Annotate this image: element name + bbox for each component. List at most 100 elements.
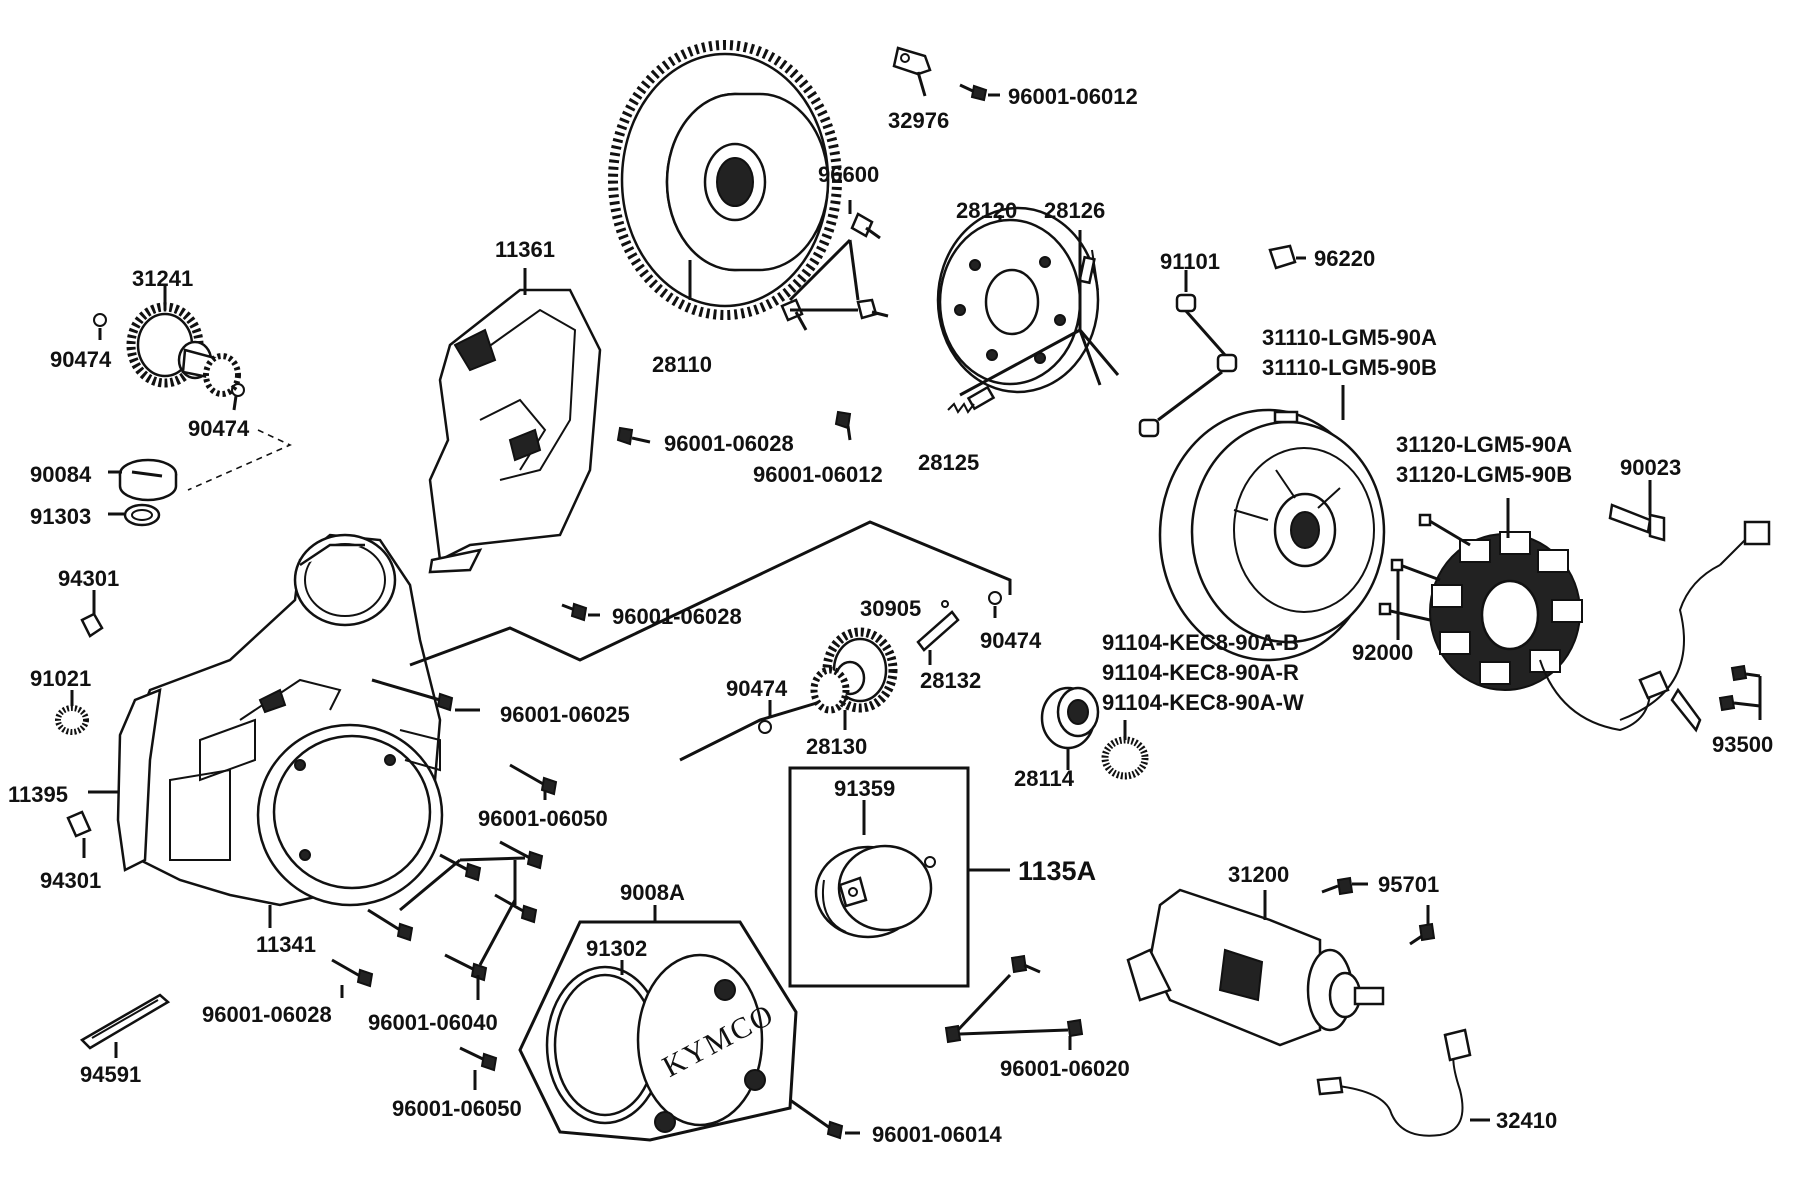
label-91359: 91359 — [834, 776, 895, 801]
part-90474-clip-a — [93, 313, 107, 340]
part-90474-clip-c — [988, 591, 1002, 618]
label-94301-b: 94301 — [40, 868, 101, 893]
assembly-leader-line-a — [409, 520, 1012, 667]
part-31110-flywheel — [1158, 385, 1386, 662]
label-96001-06050-a: 96001-06050 — [478, 806, 608, 831]
part-28132-shaft — [916, 610, 960, 665]
label-31120-a: 31120-LGM5-90A — [1396, 432, 1572, 457]
part-11341-crankcase-cover — [116, 533, 444, 928]
part-bolt-96001-06012-mid — [834, 410, 852, 441]
part-94591-strap — [79, 993, 171, 1058]
label-28125: 28125 — [918, 450, 979, 475]
label-91104-b: 91104-KEC8-90A-B — [1102, 630, 1299, 655]
label-92000: 92000 — [1352, 640, 1413, 665]
label-91101: 91101 — [1160, 249, 1220, 274]
label-96001-06040: 96001-06040 — [368, 1010, 498, 1035]
label-95701: 95701 — [1378, 872, 1439, 897]
part-31241-reduction-gear — [126, 285, 241, 397]
label-11341: 11341 — [256, 932, 316, 957]
label-90474-a: 90474 — [50, 347, 112, 372]
part-28114-collar — [1040, 686, 1100, 770]
part-90474-clip-d — [758, 700, 772, 734]
label-30905: 30905 — [860, 596, 921, 621]
label-96001-06028-a: 96001-06028 — [664, 431, 794, 456]
label-96001-06012-mid: 96001-06012 — [753, 462, 883, 487]
part-11361-cover — [428, 268, 602, 574]
label-32410: 32410 — [1496, 1108, 1557, 1133]
label-94301-a: 94301 — [58, 566, 119, 591]
part-bolt-96001-06014 — [789, 1098, 860, 1140]
label-91302: 91302 — [586, 936, 647, 961]
label-90084: 90084 — [30, 462, 92, 487]
part-92000-bolts — [1378, 513, 1471, 640]
part-bolt-96001-06025 — [371, 678, 480, 712]
part-32410-starter-cable — [1316, 1028, 1490, 1137]
part-91021-needle-bearing — [55, 690, 89, 735]
part-93500-screws — [1718, 664, 1762, 720]
label-96220: 96220 — [1314, 246, 1375, 271]
label-96001-06050-b: 96001-06050 — [392, 1096, 522, 1121]
assembly-box-1135A — [788, 766, 970, 988]
part-bolt-group-96001-06020 — [944, 954, 1084, 1050]
label-9008A: 9008A — [620, 880, 685, 905]
part-91359-cover — [814, 800, 936, 939]
label-11361: 11361 — [495, 237, 555, 262]
label-90474-d: 90474 — [726, 676, 788, 701]
assembly-dash-line — [187, 429, 292, 491]
part-28120-one-way-clutch — [936, 206, 1100, 394]
label-96001-06014: 96001-06014 — [872, 1122, 1002, 1147]
part-91303-o-ring — [108, 503, 161, 527]
label-1135A: 1135A — [1018, 856, 1096, 886]
label-90474-b: 90474 — [188, 416, 250, 441]
part-90084-plug — [108, 458, 178, 502]
label-31120-b: 31120-LGM5-90B — [1396, 462, 1572, 487]
label-96001-06020: 96001-06020 — [1000, 1056, 1130, 1081]
part-90474-clip-b — [231, 383, 245, 411]
label-28130: 28130 — [806, 734, 867, 759]
part-90023-bolt — [1608, 480, 1666, 542]
label-11395: 11395 — [8, 782, 68, 807]
label-91104-r: 91104-KEC8-90A-R — [1102, 660, 1299, 685]
part-30905-pin — [941, 600, 949, 608]
label-28114: 28114 — [1014, 766, 1075, 791]
label-96001-06028-b: 96001-06028 — [612, 604, 742, 629]
part-bolt-96001-06050-a — [509, 763, 558, 800]
label-90023: 90023 — [1620, 455, 1681, 480]
part-32976-clip — [892, 46, 932, 97]
label-31241: 31241 — [132, 266, 193, 291]
label-91104-w: 91104-KEC8-90A-W — [1102, 690, 1304, 715]
part-bolt-96001-06028-c — [331, 958, 374, 998]
label-94591: 94591 — [80, 1062, 141, 1087]
part-94301-dowel-b — [66, 810, 92, 858]
label-28126: 28126 — [1044, 198, 1105, 223]
part-31120-stator — [1429, 498, 1771, 733]
label-96001-06025: 96001-06025 — [500, 702, 630, 727]
part-91104-bearing — [1101, 720, 1149, 780]
label-28110: 28110 — [652, 352, 712, 377]
part-bolt-96001-06012-top — [959, 83, 1000, 102]
part-bolt-96001-06028-a — [616, 426, 651, 446]
label-31110-a: 31110-LGM5-90A — [1262, 325, 1437, 350]
part-bolt-96001-06028-b — [561, 602, 600, 622]
label-28120: 28120 — [956, 198, 1017, 223]
part-bolt-group-96001-06040 — [367, 840, 544, 1000]
label-96001-06012-top: 96001-06012 — [1008, 84, 1138, 109]
label-91303: 91303 — [30, 504, 91, 529]
label-96001-06028-c: 96001-06028 — [202, 1002, 332, 1027]
part-94301-dowel-a — [80, 590, 104, 638]
part-91101-rollers — [1138, 270, 1238, 438]
part-9008A-cover-assembly — [518, 905, 798, 1142]
label-31110-b: 31110-LGM5-90B — [1262, 355, 1437, 380]
part-28110-starter-gear — [608, 40, 842, 320]
label-91021: 91021 — [30, 666, 91, 691]
part-28126-spring — [947, 230, 1120, 414]
part-bolt-96001-06050-b — [459, 1046, 498, 1090]
label-31200: 31200 — [1228, 862, 1289, 887]
label-93500: 93500 — [1712, 732, 1773, 757]
label-90474-c: 90474 — [980, 628, 1042, 653]
label-32976: 32976 — [888, 108, 949, 133]
part-95701-bolts — [1321, 876, 1436, 946]
part-31200-starter-motor — [1126, 888, 1385, 1047]
